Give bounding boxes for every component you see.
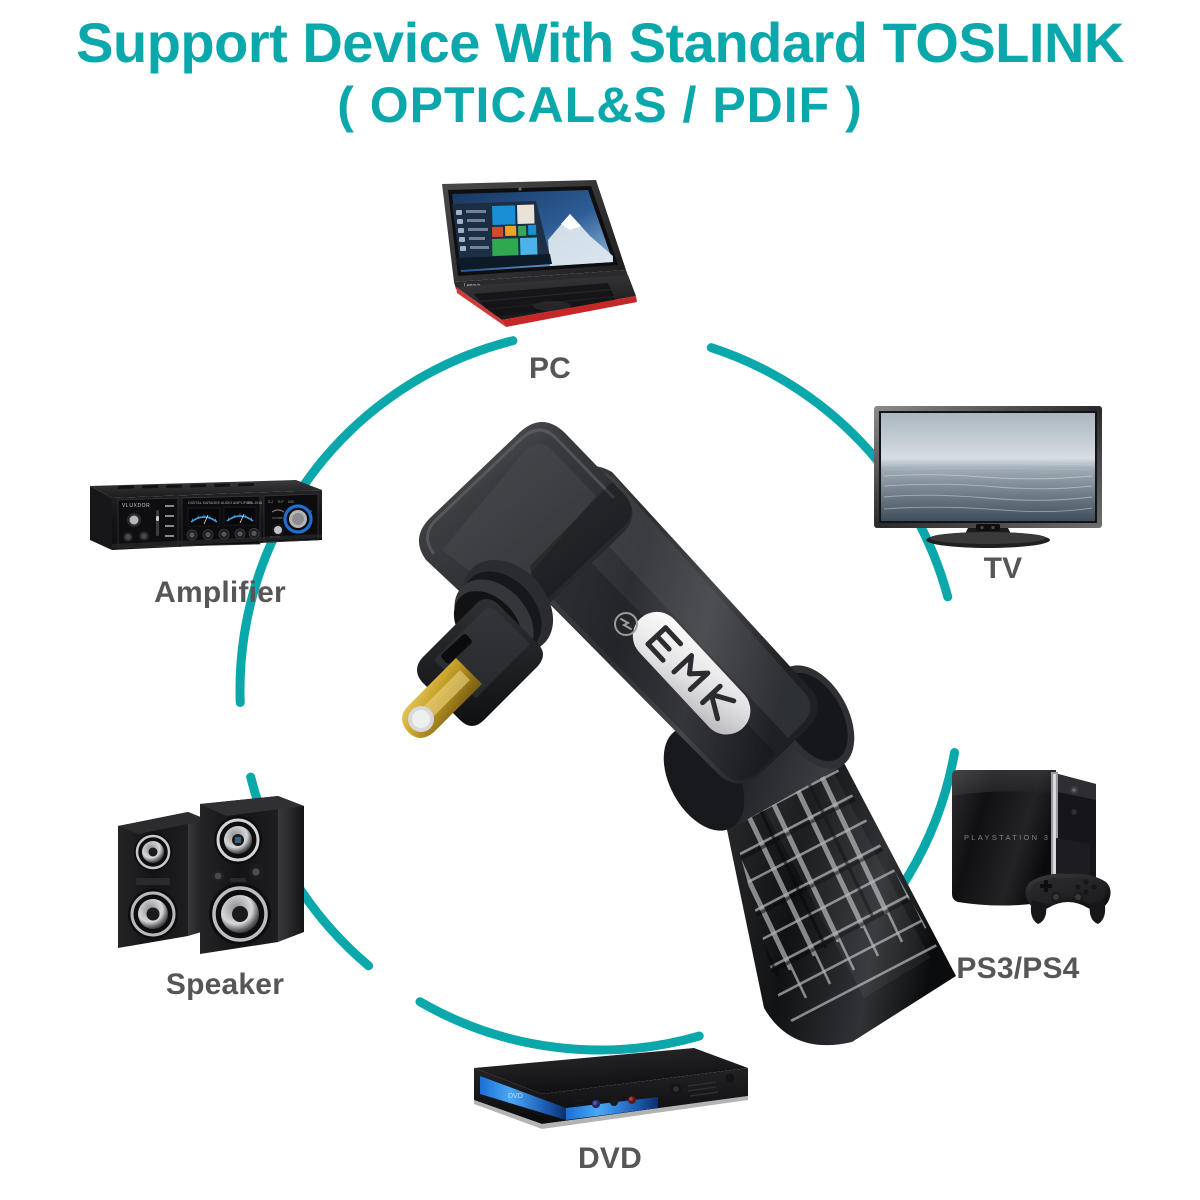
svg-text:VLUXDOR: VLUXDOR bbox=[122, 503, 150, 509]
device-label-amplifier: Amplifier bbox=[154, 576, 286, 609]
braided-sleeve bbox=[720, 740, 956, 1046]
dvd-player-illustration: DVD bbox=[474, 1048, 748, 1129]
device-tv bbox=[872, 404, 1104, 554]
device-dvd: DVD bbox=[462, 1042, 752, 1142]
brand-logo-emk bbox=[632, 611, 751, 735]
device-ps: PLAYSTATION 3 bbox=[938, 760, 1118, 940]
speakers-illustration bbox=[118, 796, 304, 954]
device-amplifier: VLUXDOR DIGITAL KARAOKE AUDIO AMPLIFIER … bbox=[82, 472, 327, 562]
arc-ps-dvd bbox=[415, 997, 704, 1055]
svg-text:MIC: MIC bbox=[288, 500, 295, 504]
svg-text:PLAYSTATION 3: PLAYSTATION 3 bbox=[964, 833, 1050, 842]
arc-pc-tv bbox=[706, 343, 953, 602]
toslink-cable bbox=[390, 410, 970, 1050]
gold-ferrule-tip bbox=[402, 658, 482, 738]
playstation-illustration: PLAYSTATION 3 bbox=[952, 770, 1111, 924]
device-label-pc: PC bbox=[528, 352, 572, 385]
device-pc: Lenovo bbox=[430, 178, 640, 328]
svg-text:S.2: S.2 bbox=[268, 500, 273, 504]
arc-amp-spk bbox=[235, 586, 259, 708]
toslink-cable-illustration bbox=[402, 422, 956, 1046]
title-line-2: ( OPTICAL&S / PDIF ) bbox=[337, 76, 863, 133]
page-title: Support Device With Standard TOSLINK ( O… bbox=[0, 11, 1200, 133]
tv-illustration bbox=[874, 406, 1102, 548]
certification-mark bbox=[614, 612, 638, 636]
title-line-1: Support Device With Standard TOSLINK bbox=[76, 11, 1124, 74]
device-speaker bbox=[104, 790, 319, 965]
svg-text:STANDBY: STANDBY bbox=[272, 516, 284, 520]
laptop-illustration: Lenovo bbox=[442, 180, 637, 327]
svg-text:DA-1018: DA-1018 bbox=[248, 501, 262, 505]
device-label-speaker: Speaker bbox=[165, 968, 285, 1001]
device-label-dvd: DVD bbox=[578, 1142, 642, 1175]
device-label-ps: PS3/PS4 bbox=[956, 952, 1080, 985]
amplifier-illustration: VLUXDOR DIGITAL KARAOKE AUDIO AMPLIFIER … bbox=[90, 480, 322, 550]
svg-text:DVD: DVD bbox=[508, 1093, 523, 1100]
svg-text:DIGITAL KARAOKE AUDIO AMPLIFIE: DIGITAL KARAOKE AUDIO AMPLIFIER bbox=[188, 501, 252, 505]
device-label-tv: TV bbox=[983, 552, 1023, 585]
svg-text:R.P: R.P bbox=[278, 500, 284, 504]
